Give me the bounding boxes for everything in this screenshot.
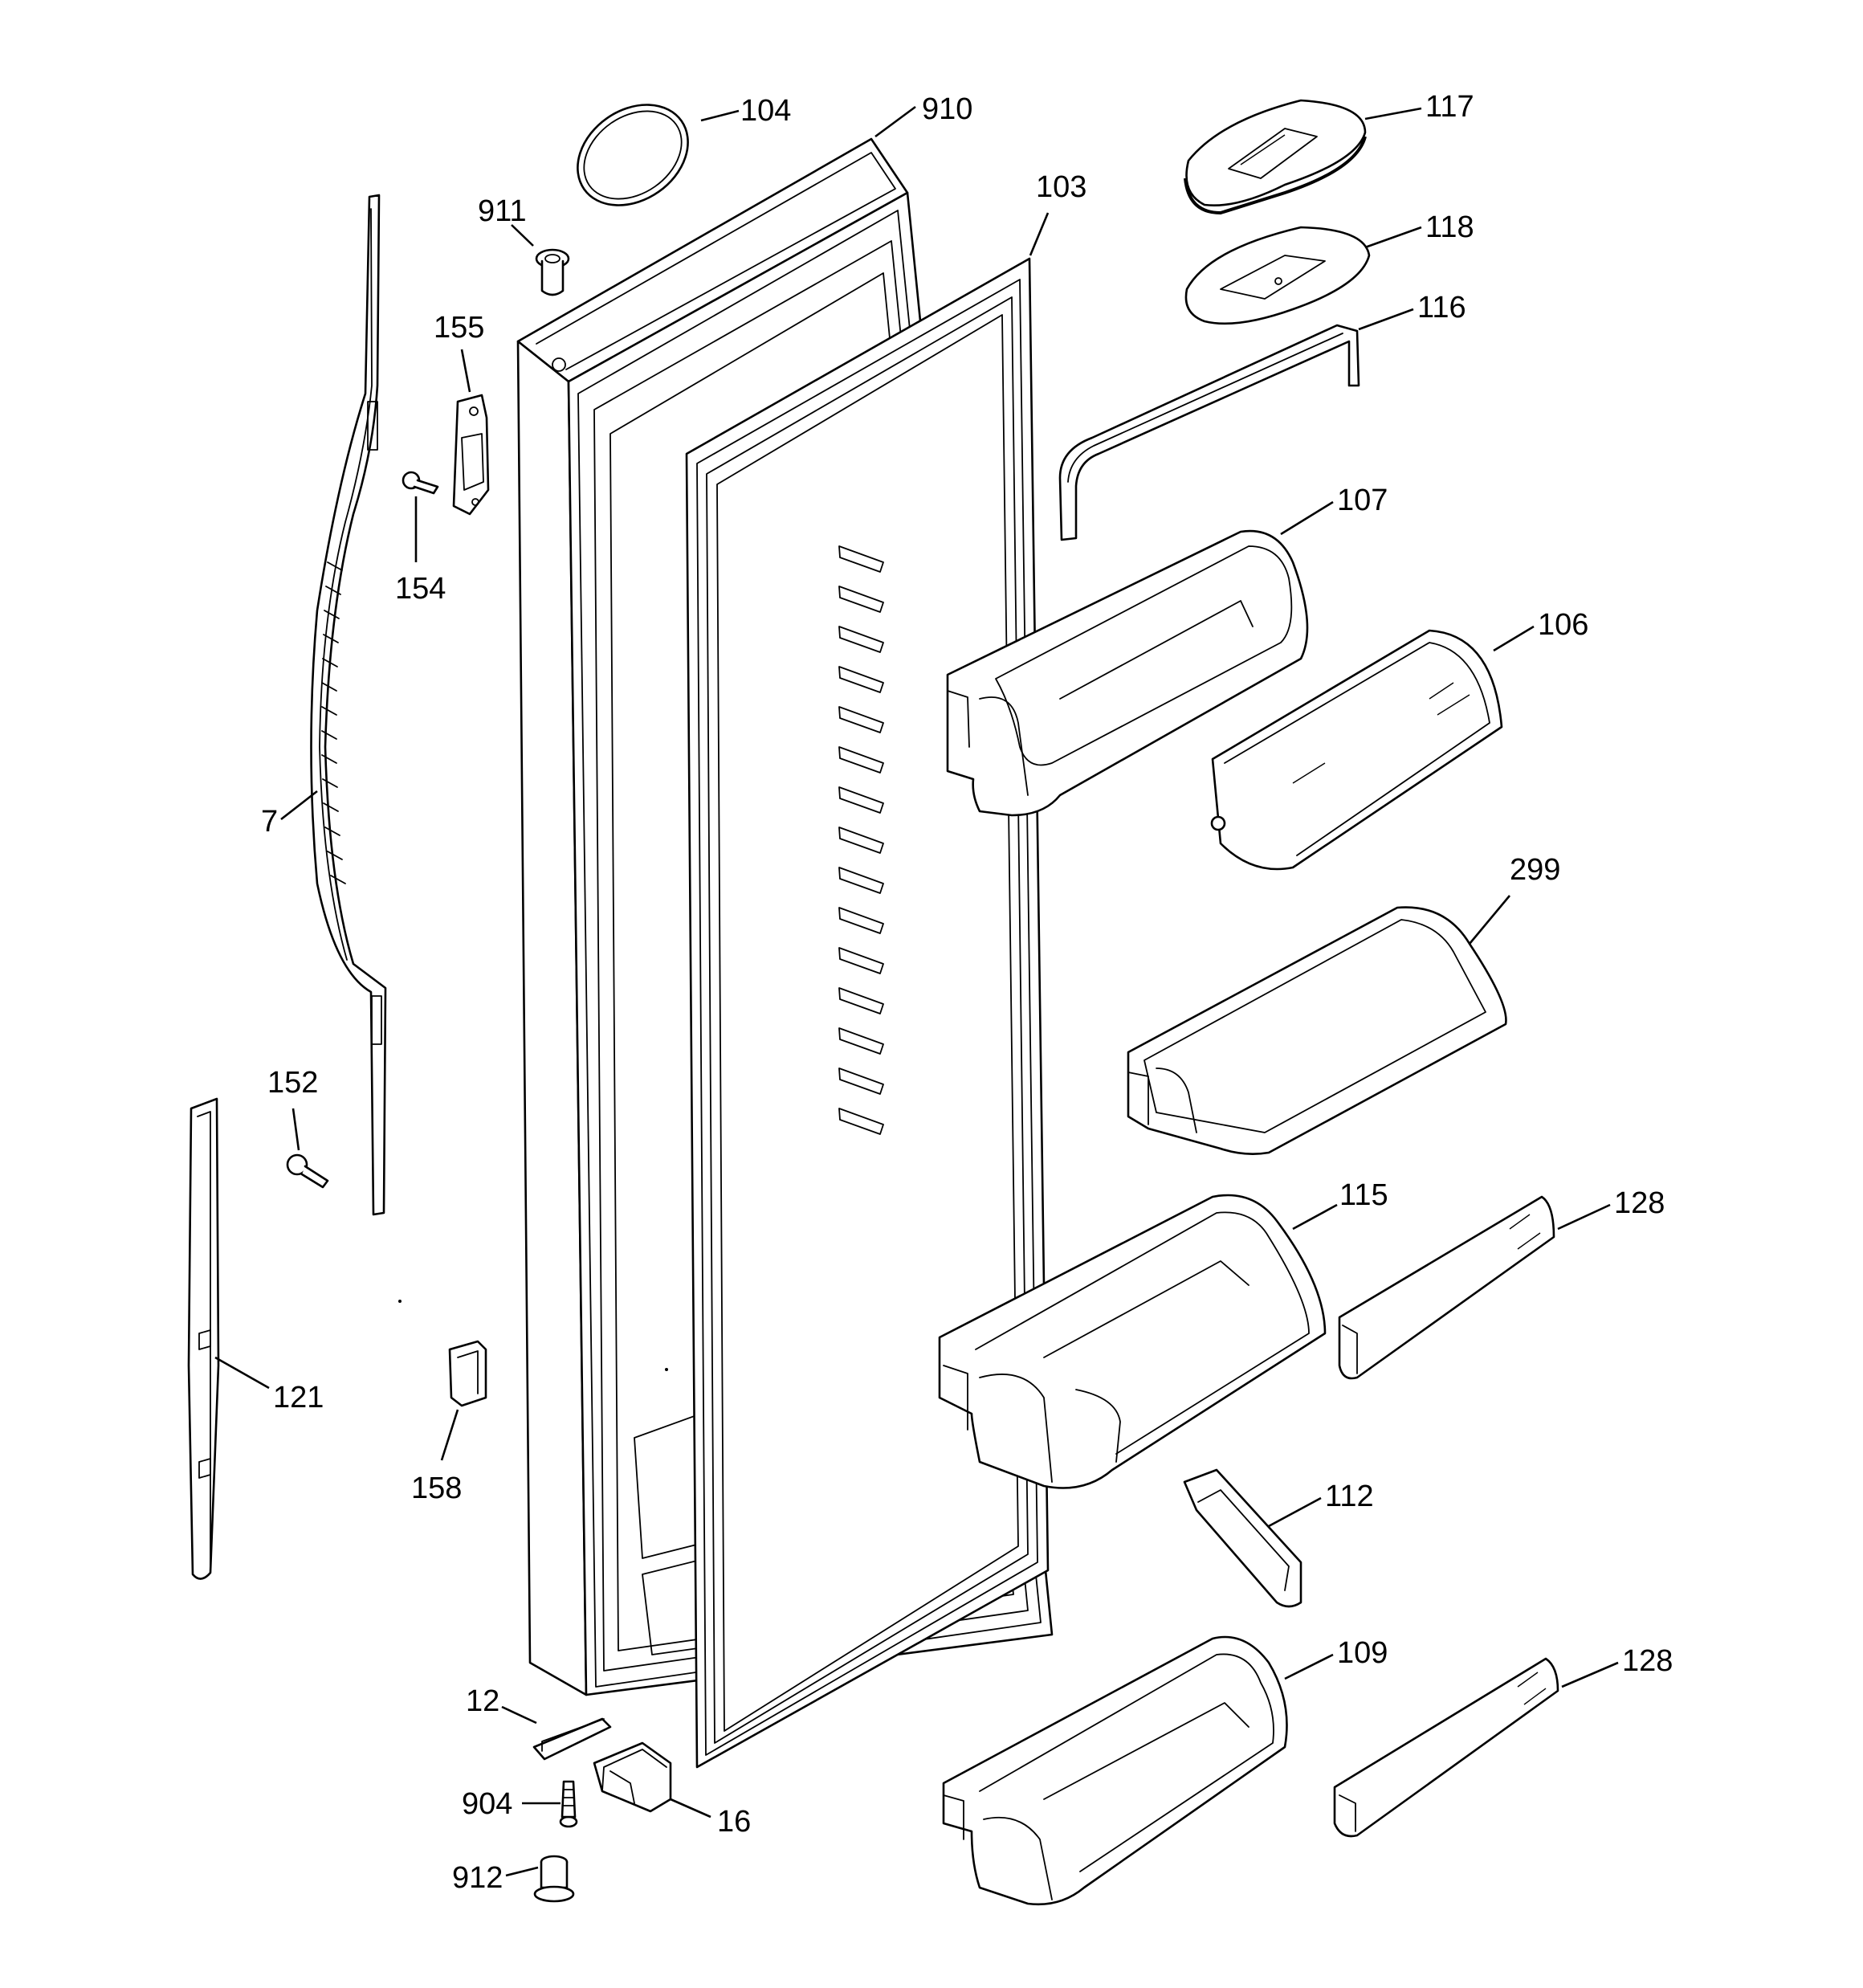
callout-112: 112: [1325, 1480, 1374, 1513]
callout-106: 106: [1538, 608, 1588, 642]
part-121-trim: [187, 1097, 220, 1580]
part-104-ring: [577, 104, 689, 206]
callout-158: 158: [411, 1472, 462, 1505]
part-12-plate: [532, 1717, 612, 1761]
part-128b-panel: [1333, 1657, 1559, 1838]
callout-115: 115: [1339, 1178, 1388, 1212]
callout-7: 7: [261, 805, 278, 839]
callout-16: 16: [717, 1805, 751, 1839]
callout-912: 912: [452, 1861, 503, 1895]
leader-lines: [214, 105, 1619, 1877]
part-154-screw: [402, 471, 439, 495]
callout-910: 910: [922, 92, 972, 126]
callout-109: 109: [1337, 1636, 1388, 1670]
part-117-lid: [1184, 99, 1367, 214]
callout-128a: 128: [1614, 1186, 1665, 1220]
callout-116: 116: [1417, 291, 1466, 325]
part-128a-panel: [1338, 1195, 1555, 1380]
speck: [398, 1300, 402, 1303]
callout-103: 103: [1036, 170, 1086, 204]
speck: [665, 1368, 668, 1371]
part-109-bin: [942, 1635, 1288, 1906]
part-7-handle: [310, 194, 387, 1216]
callout-154: 154: [395, 572, 446, 606]
part-106-cover: [1210, 629, 1503, 871]
callout-152: 152: [267, 1066, 318, 1100]
part-911-bushing: [535, 248, 570, 296]
part-115-bin: [938, 1194, 1327, 1489]
callout-904: 904: [462, 1787, 512, 1821]
part-103-gasket: [685, 257, 1050, 1769]
callout-118: 118: [1425, 210, 1474, 244]
callout-128b: 128: [1622, 1644, 1673, 1678]
callout-107: 107: [1337, 484, 1388, 517]
part-155-hinge: [452, 394, 490, 516]
callout-117: 117: [1425, 90, 1474, 124]
callout-104: 104: [740, 94, 791, 128]
shelf-clips: [838, 545, 884, 1135]
part-158-clip: [448, 1340, 487, 1407]
callout-299: 299: [1510, 853, 1560, 887]
part-904-screw: [559, 1780, 578, 1828]
part-152-screw: [286, 1153, 329, 1189]
part-112-divider: [1183, 1468, 1302, 1608]
part-299-shelf: [1127, 906, 1507, 1155]
part-912-cap: [533, 1855, 575, 1903]
callout-labels: 104 910 911 103 117 118 116 155 154 107 …: [261, 90, 1673, 1895]
part-118-tray: [1184, 226, 1371, 325]
callout-911: 911: [478, 194, 527, 228]
callout-121: 121: [273, 1381, 324, 1414]
part-116-bar: [1058, 324, 1360, 541]
part-16-block: [593, 1741, 672, 1813]
part-107-bin: [946, 529, 1309, 817]
callout-12: 12: [466, 1684, 499, 1718]
callout-155: 155: [434, 311, 484, 345]
